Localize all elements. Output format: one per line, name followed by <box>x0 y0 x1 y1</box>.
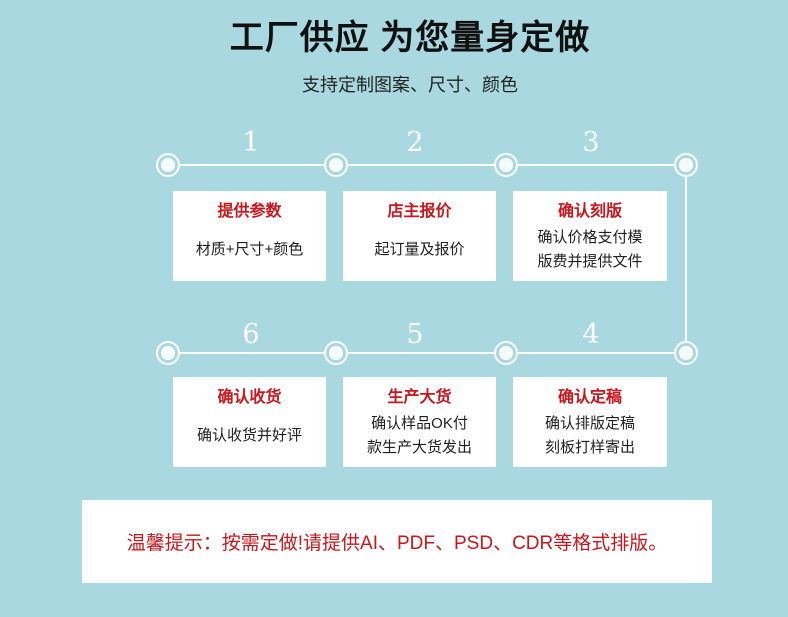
step-title: 生产大货 <box>387 389 452 406</box>
notice-box: 温馨提示：按需定做!请提供AI、PDF、PSD、CDR等格式排版。 <box>82 500 712 583</box>
step-description: 材质+尺寸+颜色 <box>173 223 326 277</box>
step-title: 提供参数 <box>217 203 282 220</box>
step-number-2: 2 <box>406 127 424 158</box>
step-description: 确认排版定稿 刻板打样寄出 <box>513 409 667 463</box>
connector-line-top <box>168 164 686 166</box>
step-description-line: 确认收货并好评 <box>196 427 302 444</box>
step-description-line: 起订量及报价 <box>374 241 465 258</box>
step-node-icon <box>324 341 348 365</box>
step-description: 确认价格支付模 版费并提供文件 <box>513 223 667 277</box>
step-title: 确认定稿 <box>557 389 622 406</box>
step-title: 店主报价 <box>387 203 452 220</box>
step-description-line: 材质+尺寸+颜色 <box>195 241 304 258</box>
connector-line-bottom <box>168 352 686 354</box>
step-node-icon <box>494 153 518 177</box>
step-number-4: 4 <box>582 319 600 350</box>
step-node-icon <box>494 341 518 365</box>
step-node-icon <box>156 153 180 177</box>
connector-line-right <box>685 165 687 353</box>
step-node-icon <box>324 153 348 177</box>
step-card-6: 确认收货 确认收货并好评 <box>173 377 326 467</box>
step-card-3: 确认刻版 确认价格支付模 版费并提供文件 <box>513 191 667 281</box>
step-description: 确认收货并好评 <box>173 409 326 463</box>
step-card-5: 生产大货 确认样品OK付 款生产大货发出 <box>343 377 496 467</box>
step-description-line: 刻板打样寄出 <box>544 439 635 456</box>
step-description-line: 确认价格支付模 <box>537 229 643 246</box>
step-description-line: 确认排版定稿 <box>544 415 635 432</box>
step-number-3: 3 <box>582 127 600 158</box>
step-description: 起订量及报价 <box>343 223 496 277</box>
step-card-4: 确认定稿 确认排版定稿 刻板打样寄出 <box>513 377 667 467</box>
page-subtitle: 支持定制图案、尺寸、颜色 <box>302 75 518 95</box>
page-title: 工厂供应 为您量身定做 <box>229 19 591 57</box>
step-card-1: 提供参数 材质+尺寸+颜色 <box>173 191 326 281</box>
step-number-1: 1 <box>242 127 260 158</box>
step-description: 确认样品OK付 款生产大货发出 <box>343 409 496 463</box>
step-node-icon <box>674 341 698 365</box>
step-description-line: 确认样品OK付 <box>371 415 468 432</box>
step-card-2: 店主报价 起订量及报价 <box>343 191 496 281</box>
step-node-icon <box>156 341 180 365</box>
step-description-line: 版费并提供文件 <box>537 253 643 270</box>
step-node-icon <box>674 153 698 177</box>
step-number-6: 6 <box>242 319 260 350</box>
step-description-line: 款生产大货发出 <box>366 439 472 456</box>
notice-text: 温馨提示：按需定做!请提供AI、PDF、PSD、CDR等格式排版。 <box>126 533 668 554</box>
step-title: 确认收货 <box>217 389 282 406</box>
step-title: 确认刻版 <box>557 203 622 220</box>
step-number-5: 5 <box>406 319 424 350</box>
